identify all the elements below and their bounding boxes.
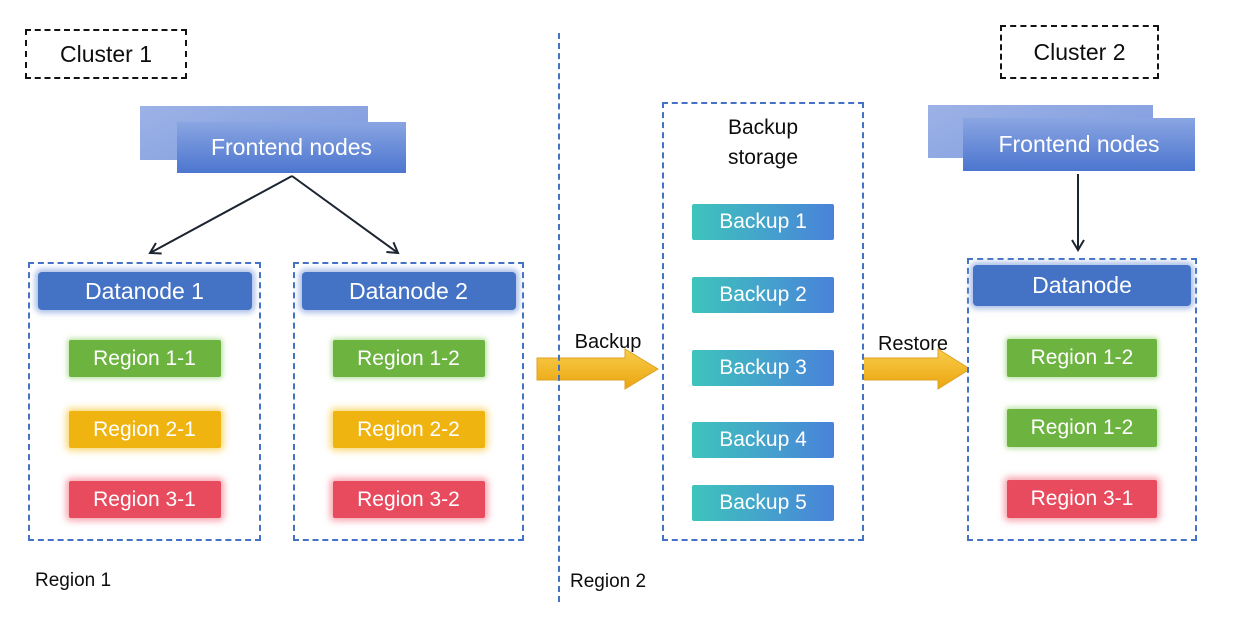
backup-item: Backup 2 bbox=[692, 277, 834, 313]
region-chip: Region 1-2 bbox=[332, 340, 485, 377]
region2-zone-label: Region 2 bbox=[570, 571, 647, 592]
region-chip: Region 2-2 bbox=[332, 411, 485, 448]
restore-flow-label: Restore bbox=[877, 333, 949, 355]
datanode1-container: Datanode 1 Region 1-1 Region 2-1 Region … bbox=[28, 262, 261, 541]
frontend-to-datanode1-arrow bbox=[148, 175, 293, 255]
datanode2-header: Datanode 2 bbox=[301, 272, 516, 310]
datanode2-container: Datanode 2 Region 1-2 Region 2-2 Region … bbox=[293, 262, 524, 541]
region-chip: Region 1-2 bbox=[1007, 339, 1157, 377]
cluster2-frontend-node: Frontend nodes bbox=[963, 118, 1195, 171]
backup-item: Backup 5 bbox=[692, 485, 834, 521]
backup-storage-title: Backup storage bbox=[727, 116, 799, 170]
backup-flow-arrow bbox=[536, 348, 659, 390]
region-chip: Region 3-2 bbox=[332, 481, 485, 518]
frontend-to-datanode2-arrow bbox=[291, 175, 400, 255]
region-chip: Region 1-2 bbox=[1007, 409, 1157, 447]
region-chip: Region 3-1 bbox=[1007, 480, 1157, 518]
region1-zone-label: Region 1 bbox=[35, 570, 112, 591]
cluster2-datanode-container: Datanode Region 1-2 Region 1-2 Region 3-… bbox=[967, 258, 1197, 541]
region-chip: Region 3-1 bbox=[68, 481, 221, 518]
cluster2-frontend-label: Frontend nodes bbox=[998, 131, 1160, 157]
cluster1-label-box: Cluster 1 bbox=[25, 29, 187, 79]
region-chip: Region 2-1 bbox=[68, 411, 221, 448]
backup-flow-label: Backup bbox=[574, 331, 642, 353]
cluster2-datanode-header: Datanode bbox=[973, 265, 1191, 306]
backup-storage-container: Backup storage Backup 1 Backup 2 Backup … bbox=[662, 102, 864, 541]
cluster1-label: Cluster 1 bbox=[59, 40, 153, 67]
region-divider-line bbox=[558, 33, 560, 602]
cluster2-label: Cluster 2 bbox=[1033, 38, 1126, 65]
cluster1-frontend-label: Frontend nodes bbox=[210, 134, 373, 160]
backup-item: Backup 3 bbox=[692, 350, 834, 386]
backup-item: Backup 1 bbox=[692, 204, 834, 240]
datanode1-header: Datanode 1 bbox=[37, 272, 252, 310]
region-chip: Region 1-1 bbox=[68, 340, 221, 377]
cluster2-label-box: Cluster 2 bbox=[1000, 25, 1159, 79]
backup-item: Backup 4 bbox=[692, 422, 834, 458]
cluster1-frontend-node: Frontend nodes bbox=[177, 122, 406, 173]
